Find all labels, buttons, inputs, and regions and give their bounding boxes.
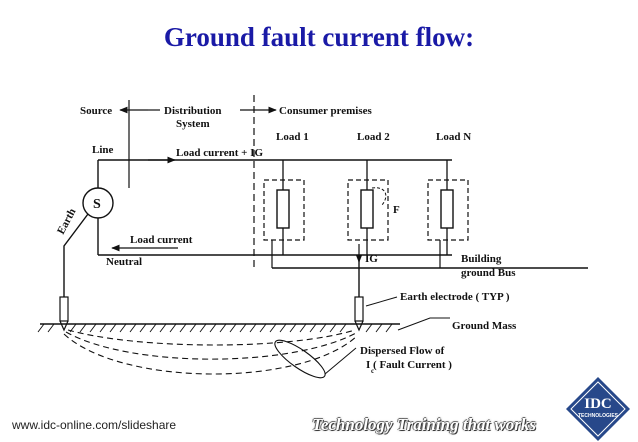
label-line: Line: [92, 144, 114, 156]
logo-subtext: TECHNOLOGIES: [578, 413, 619, 419]
earth-electrode-right: [354, 296, 364, 322]
fault-path: [371, 187, 387, 206]
label-distribution: Distribution: [164, 105, 221, 117]
load-2-enclosure: [347, 179, 389, 241]
label-ground-bus: ground Bus: [461, 267, 516, 279]
label-fault-current-sub: c: [371, 367, 374, 375]
load-1-enclosure: [263, 179, 305, 241]
load-n-enclosure: [427, 179, 469, 241]
label-load-current: Load current: [130, 234, 193, 246]
leader-earth-electrode: [365, 296, 398, 307]
leader-ground-mass: [397, 317, 450, 331]
label-system: System: [176, 118, 210, 130]
slide-title: Ground fault current flow:: [163, 22, 475, 52]
label-building: Building: [461, 253, 502, 265]
label-fault-current: I ( Fault Current ): [366, 359, 452, 371]
earth-electrode-left: [59, 296, 69, 322]
dispersed-flow-curves: [63, 329, 358, 375]
label-load-n: Load N: [436, 131, 471, 143]
label-ig: IG: [365, 253, 378, 265]
leader-dispersed-flow: [324, 347, 357, 375]
footer-tagline: Technology Training that works: [312, 415, 537, 434]
load-2-resistor: [360, 189, 374, 229]
idc-logo: IDC TECHNOLOGIES: [566, 377, 630, 441]
label-load-1: Load 1: [276, 131, 309, 143]
label-earth-electrode: Earth electrode ( TYP ): [400, 291, 510, 303]
label-load-2: Load 2: [357, 131, 390, 143]
load-n-resistor: [440, 189, 454, 229]
label-consumer-premises: Consumer premises: [279, 105, 373, 117]
label-dispersed-flow: Dispersed Flow of: [360, 345, 445, 357]
logo-text: IDC: [584, 396, 612, 412]
label-ground-mass: Ground Mass: [452, 320, 517, 332]
footer-url[interactable]: www.idc-online.com/slideshare: [12, 418, 177, 432]
source-symbol: S: [93, 197, 101, 212]
earth-conductor: [63, 213, 89, 297]
label-source: Source: [80, 105, 112, 117]
label-load-current-plus-ig: Load current + IG: [176, 147, 263, 159]
label-fault: F: [393, 204, 400, 216]
ground-hatching: [37, 323, 393, 333]
label-neutral: Neutral: [106, 256, 142, 268]
dispersed-flow-highlight: [274, 339, 326, 379]
load-1-resistor: [276, 189, 290, 229]
